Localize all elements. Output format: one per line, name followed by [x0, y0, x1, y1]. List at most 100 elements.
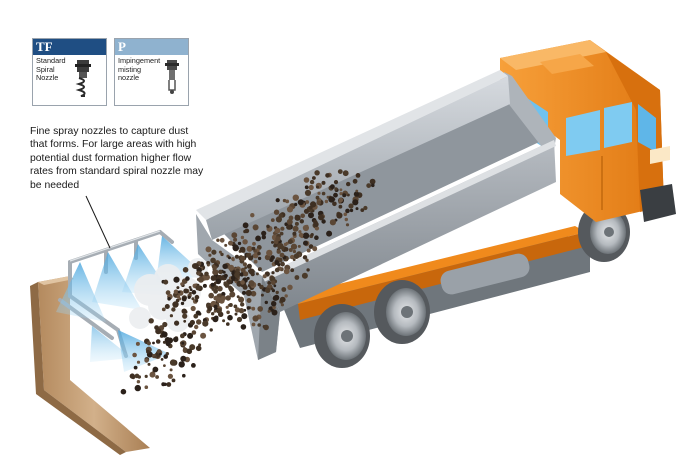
material-particle: [252, 315, 259, 322]
material-particle: [349, 208, 354, 213]
material-particle: [195, 285, 201, 291]
material-particle: [286, 218, 293, 225]
material-particle: [171, 307, 176, 312]
material-particle: [314, 226, 320, 231]
material-particle: [163, 382, 167, 386]
material-particle: [283, 268, 290, 275]
material-particle: [175, 298, 180, 303]
material-particle: [274, 227, 281, 234]
material-particle: [161, 331, 168, 338]
material-particle: [169, 368, 173, 372]
material-particle: [216, 297, 223, 304]
material-particle: [146, 349, 150, 354]
material-particle: [191, 297, 195, 301]
material-particle: [161, 307, 166, 312]
material-particle: [294, 275, 300, 280]
material-particle: [210, 282, 215, 287]
material-particle: [270, 280, 276, 286]
material-particle: [250, 213, 255, 218]
material-particle: [144, 374, 148, 378]
material-particle: [202, 283, 207, 288]
material-particle: [273, 209, 280, 215]
material-particle: [262, 274, 267, 279]
material-particle: [273, 284, 277, 288]
material-particle: [246, 306, 251, 310]
material-particle: [278, 213, 284, 218]
material-particle: [337, 169, 343, 175]
dump-body: [196, 70, 556, 360]
material-particle: [180, 333, 185, 339]
material-particle: [288, 248, 293, 252]
material-particle: [218, 269, 223, 275]
material-particle: [338, 197, 344, 203]
material-particle: [280, 261, 285, 267]
material-particle: [180, 282, 184, 286]
material-particle: [233, 237, 238, 242]
material-particle: [334, 187, 338, 191]
material-particle: [240, 324, 247, 330]
material-particle: [144, 358, 149, 363]
material-particle: [257, 267, 262, 272]
material-particle: [308, 244, 314, 249]
material-particle: [200, 332, 207, 339]
material-particle: [224, 243, 228, 247]
material-particle: [257, 323, 262, 327]
material-particle: [243, 271, 249, 277]
material-particle: [328, 196, 335, 203]
material-particle: [339, 192, 343, 196]
falling-material: [120, 169, 376, 395]
material-particle: [181, 341, 185, 345]
material-particle: [155, 339, 161, 344]
material-particle: [156, 349, 162, 354]
material-particle: [369, 178, 376, 185]
material-particle: [252, 241, 256, 246]
material-particle: [237, 241, 242, 246]
material-particle: [181, 308, 187, 314]
material-particle: [244, 266, 248, 269]
material-particle: [172, 301, 179, 308]
material-particle: [292, 249, 296, 254]
material-particle: [188, 286, 192, 289]
material-particle: [308, 205, 313, 210]
material-particle: [297, 199, 304, 206]
material-particle: [173, 276, 180, 283]
material-particle: [228, 303, 233, 307]
material-particle: [346, 181, 351, 187]
material-particle: [267, 309, 271, 313]
material-particle: [209, 328, 213, 332]
material-particle: [287, 239, 293, 245]
material-particle: [183, 319, 187, 323]
material-particle: [213, 309, 217, 313]
material-particle: [261, 235, 266, 240]
material-particle: [167, 297, 171, 301]
nozzle-card-description: Impingement misting nozzle: [118, 56, 161, 83]
material-particle: [352, 199, 359, 206]
material-particle: [290, 254, 295, 260]
material-particle: [182, 267, 189, 273]
material-particle: [173, 336, 179, 343]
material-particle: [162, 321, 168, 328]
material-particle: [163, 279, 169, 285]
material-particle: [204, 271, 209, 277]
material-particle: [252, 252, 259, 259]
material-particle: [241, 313, 248, 320]
material-particle: [274, 267, 280, 273]
material-particle: [290, 268, 295, 273]
material-particle: [166, 382, 172, 387]
material-particle: [229, 291, 236, 298]
material-particle: [251, 246, 256, 251]
material-particle: [260, 293, 264, 297]
annotation-leader-line: [85, 195, 111, 249]
material-particle: [212, 316, 219, 323]
material-particle: [169, 359, 177, 366]
material-particle: [163, 364, 166, 367]
material-particle: [343, 212, 348, 217]
material-particle: [215, 278, 222, 285]
material-particle: [238, 296, 245, 303]
material-particle: [295, 214, 299, 218]
material-particle: [147, 362, 151, 366]
material-particle: [266, 224, 270, 229]
material-particle: [280, 303, 284, 307]
material-particle: [191, 330, 197, 335]
material-particle: [302, 255, 308, 260]
